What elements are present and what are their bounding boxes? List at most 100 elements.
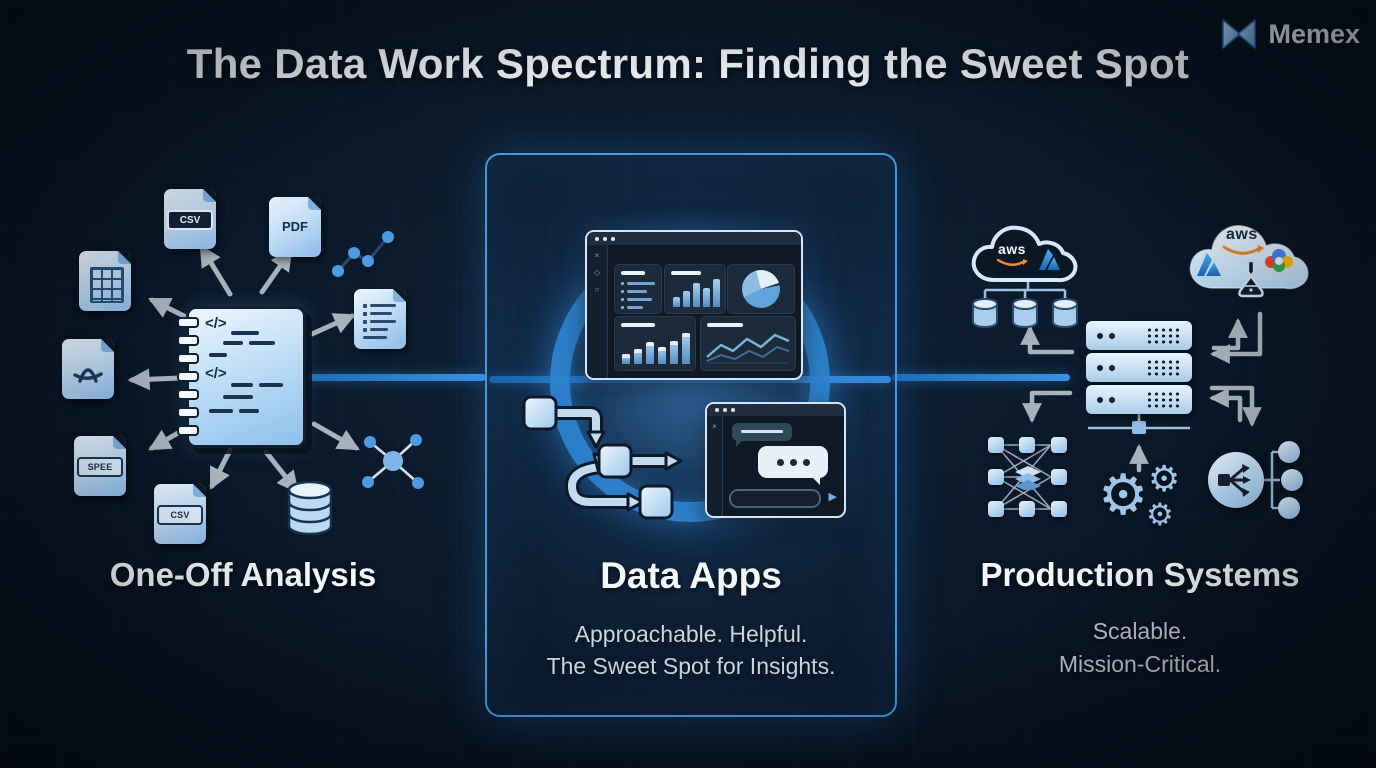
network-nodes-icon [362,434,424,489]
led-dot [1097,333,1103,339]
brand-name: Memex [1268,18,1360,49]
file-label: CSV [167,210,213,230]
spiral-ring [177,335,199,346]
file-label: SPEE [77,457,123,477]
window-dot [611,236,615,241]
page-fold [113,436,126,449]
network-node [1051,469,1067,485]
spec-file-icon: SPEE [74,436,126,496]
aws-logo: aws [998,241,1026,257]
window-dot [595,236,599,241]
bar [713,279,720,307]
page-fold [203,189,216,202]
bar [683,291,690,307]
pdf-file-icon: PDF [269,197,321,257]
load-balancer-glyph [1218,464,1251,497]
list-bullet [621,282,624,285]
vent-grid [1146,391,1182,409]
bullet [363,328,367,332]
vent-grid [1146,327,1182,345]
data-apps-subtitle-2: The Sweet Spot for Insights. [546,653,836,679]
spiral-ring [177,389,199,400]
chat-input [729,489,821,508]
code-line [231,331,259,335]
panel-title-bar [671,271,701,275]
file-label: PDF [282,219,308,234]
list-bullet [621,298,624,301]
network-node [1051,437,1067,453]
code-line [223,395,253,399]
led-dot [1109,333,1115,339]
bar [646,342,654,364]
server-unit [1086,385,1192,414]
spiral-ring [177,425,199,436]
endpoint-node [1278,497,1300,519]
typing-dot [789,458,797,466]
spiral-ring [177,353,199,364]
database-icon [287,480,333,536]
workflow-step [638,484,674,520]
page-fold [393,289,406,302]
bar-chart-panel-2 [614,316,696,371]
network-node [988,501,1004,517]
bar [634,349,642,364]
bullet [363,304,367,308]
memex-logo-icon [1222,19,1257,49]
workflow-step [597,443,633,479]
led-dot [1109,365,1115,371]
gear-icon: ⚙ [1146,497,1174,533]
list-bullet [621,290,624,293]
adobe-pdf-file-icon [62,339,114,399]
csv-file-icon-2: CSV [154,484,206,544]
list-panel [614,264,662,314]
window-titlebar [587,232,801,245]
pie-chart [742,270,780,308]
brand-lockup: Memex [1219,17,1360,51]
network-node [1051,501,1067,517]
workflow-diagram [522,395,683,520]
code-line [239,409,259,413]
chat-bubble-received [732,423,792,447]
typing-dot [776,458,784,466]
list-bullet [621,306,624,309]
server-network-connector [1088,414,1190,434]
dashboard-sidebar: × ◇ ○ [587,245,608,378]
circle-icon: ○ [594,285,600,294]
window-dot [715,408,719,412]
list-line [627,290,647,293]
gear-icon: ⚙ [1148,459,1181,500]
endpoint-node [1281,469,1303,491]
load-balancer-links [1262,450,1280,510]
page-fold [193,484,206,497]
bar [682,333,690,364]
list-line [627,282,655,285]
led-dot [1109,397,1115,403]
text-line [370,320,396,323]
code-icon: </> [205,315,227,332]
code-line [223,341,243,345]
bar [703,288,710,307]
network-node [988,469,1004,485]
flask-icon [1238,259,1264,298]
bar-chart-panel [664,264,726,314]
bullet [363,312,367,316]
typing-dot [802,458,810,466]
aws-smile-icon [996,258,1028,266]
workflow-step [522,395,558,431]
spreadsheet-file-icon [79,251,131,311]
dashboard-window: × ◇ ○ [585,230,803,380]
text-document-icon [354,289,406,349]
acrobat-glyph [73,368,103,383]
csv-file-icon: CSV [164,189,216,249]
text-line [370,312,392,315]
diamond-icon: ◇ [593,268,601,277]
list-line [627,306,643,309]
panel-title-bar [621,271,645,275]
database-cylinders-icon [972,298,1078,328]
chat-sidebar: × [707,416,723,516]
bar [673,297,680,307]
window-dot [723,408,727,412]
sweet-spot-panel: × ◇ ○ [485,153,897,717]
code-line [209,409,233,413]
